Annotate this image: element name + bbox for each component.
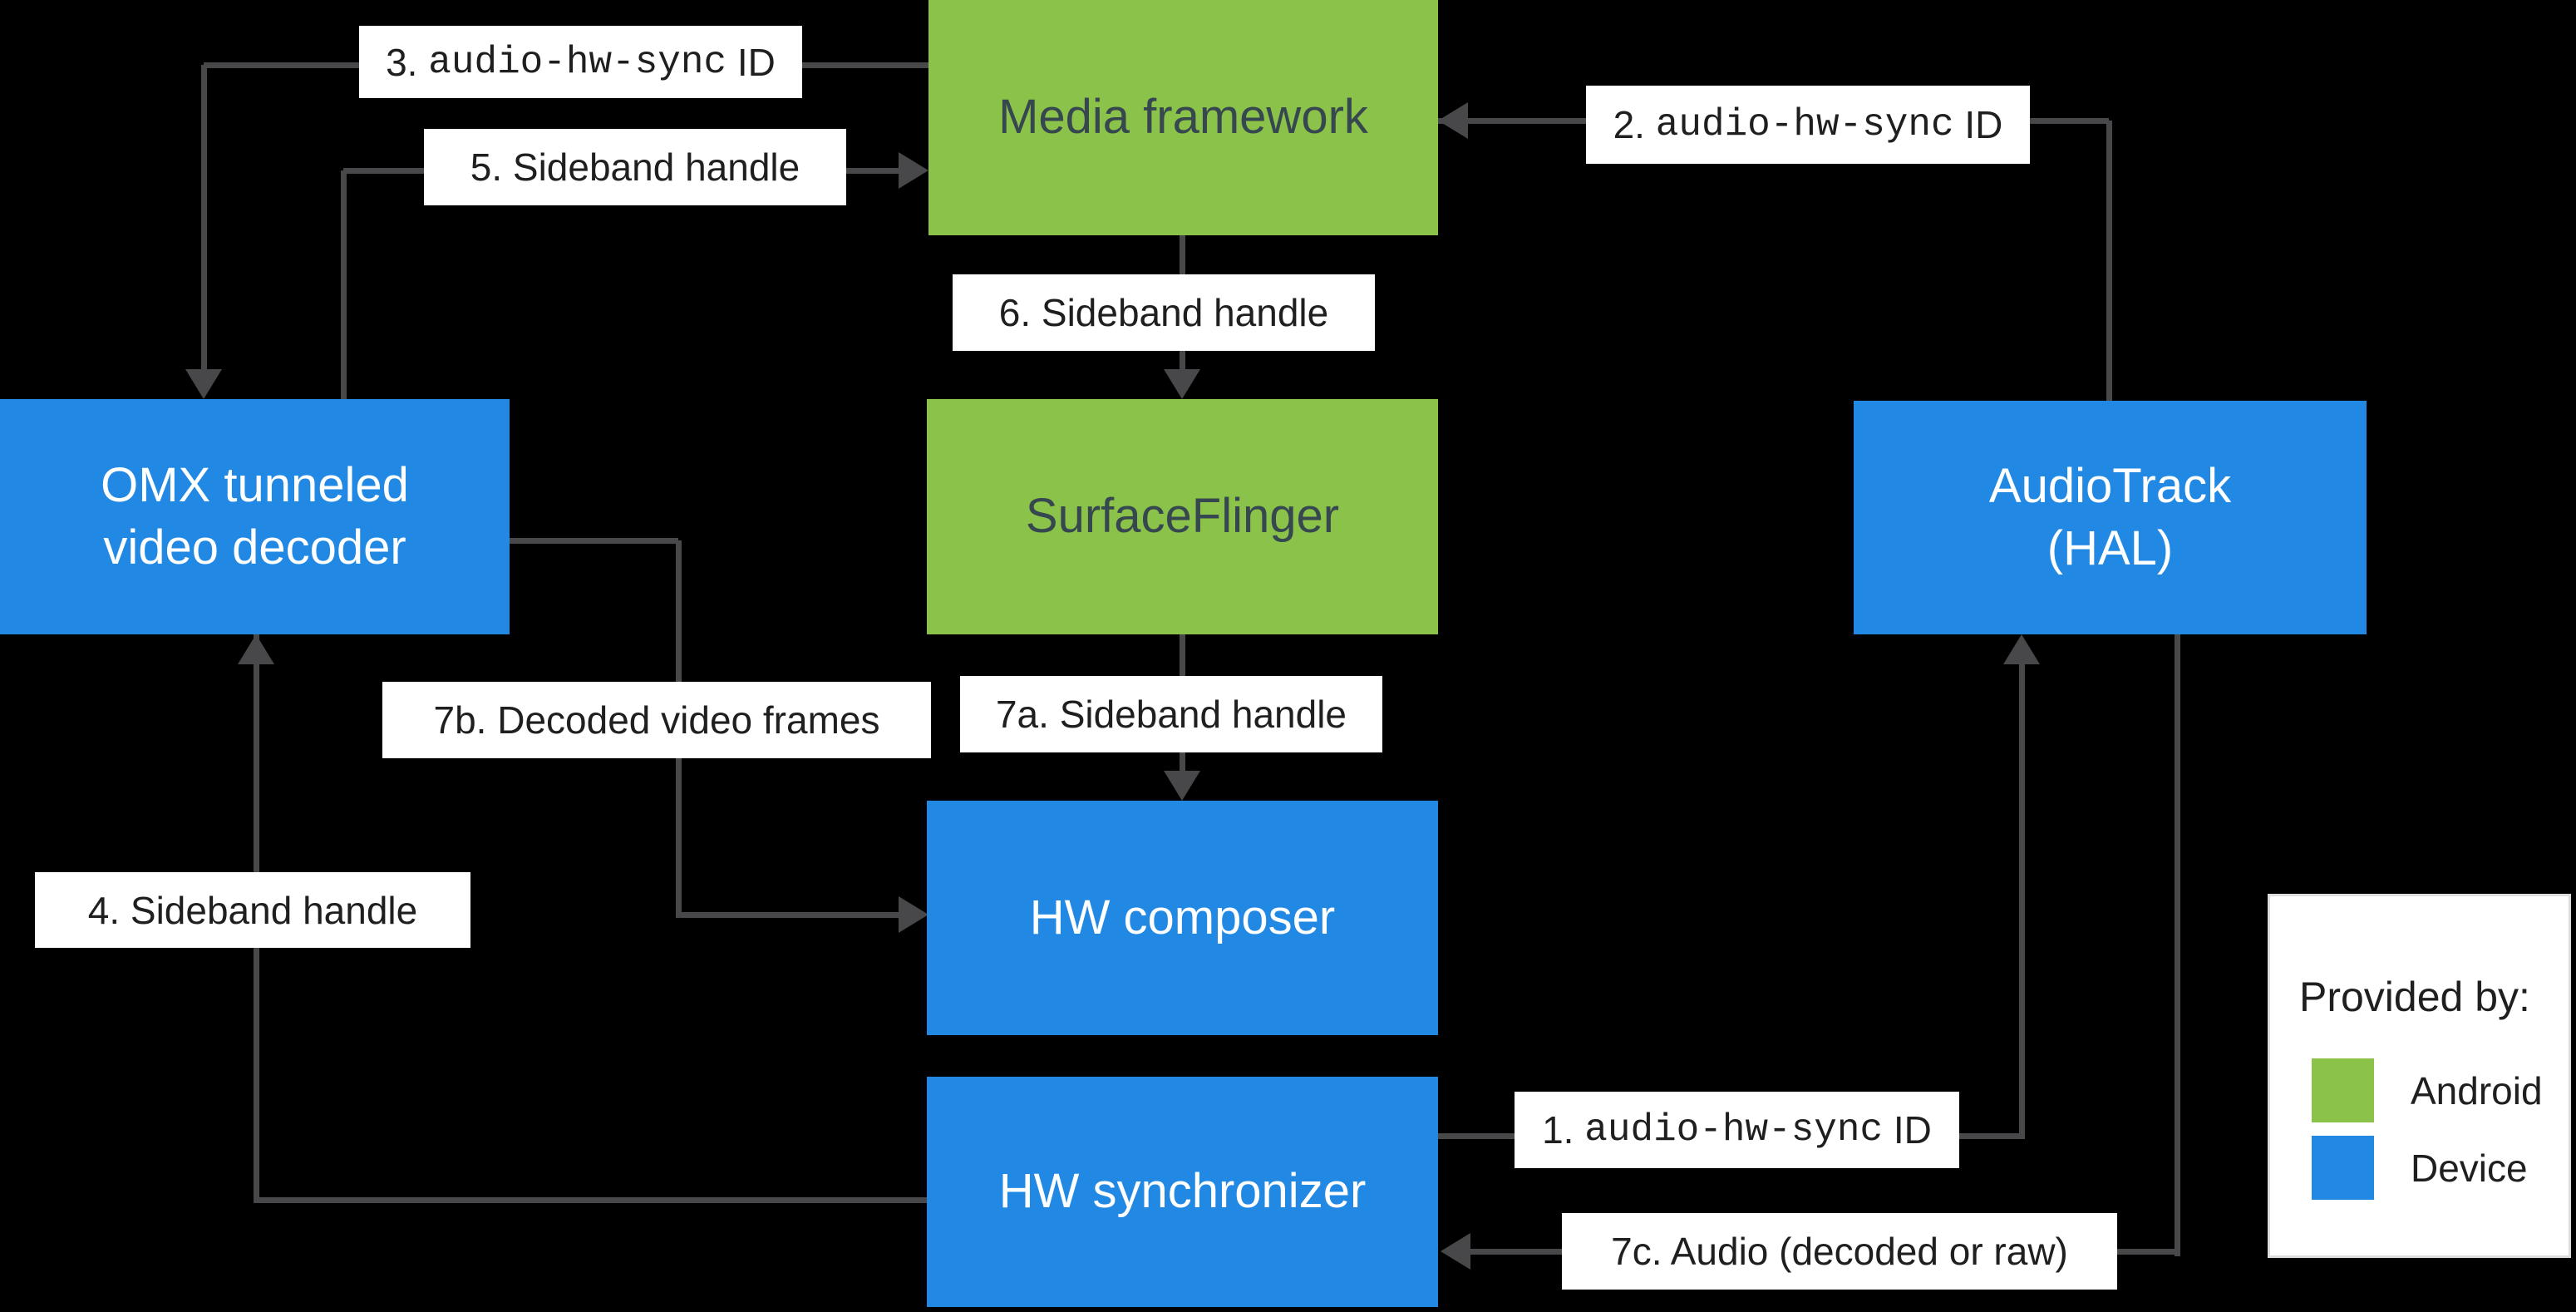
edge-label-1-audio-hw-sync-id: 1. audio-hw-sync ID [1515, 1092, 1959, 1168]
edge-7a-arrowhead [1164, 771, 1200, 801]
edge-label-2-audio-hw-sync-id: 2. audio-hw-sync ID [1586, 86, 2030, 164]
edge-2-line-vertical [2106, 121, 2112, 401]
legend-device-swatch [2312, 1136, 2374, 1200]
edge-7b-line-horizontal-1 [510, 538, 678, 544]
legend: Provided by: Android Device [2268, 894, 2571, 1258]
legend-device-label: Device [2411, 1146, 2528, 1190]
node-audiotrack-hal: AudioTrack (HAL) [1854, 401, 2367, 634]
edge-7c-line-vertical [2175, 634, 2180, 1256]
node-media-framework-label: Media framework [998, 90, 1368, 145]
edge-3-line-vertical [201, 65, 207, 372]
node-omx-label-line1: OMX tunneled [101, 458, 409, 513]
edge-label-4-sideband-handle: 4. Sideband handle [35, 872, 470, 948]
node-surfaceflinger-label: SurfaceFlinger [1025, 489, 1340, 544]
edge-1-line-vertical [2019, 664, 2025, 1139]
node-media-framework: Media framework [928, 0, 1438, 235]
edge-6-arrowhead [1164, 369, 1200, 399]
edge-label-7c-audio-decoded-or-raw: 7c. Audio (decoded or raw) [1562, 1213, 2117, 1290]
edge-2-arrowhead [1438, 102, 1468, 139]
legend-android-label: Android [2411, 1068, 2543, 1112]
node-audiotrack-label-line1: AudioTrack [1988, 459, 2232, 514]
legend-android-swatch [2312, 1058, 2374, 1122]
edge-7c-arrowhead [1441, 1233, 1470, 1270]
edge-label-7a-sideband-handle: 7a. Sideband handle [960, 676, 1382, 752]
node-hw-synchronizer: HW synchronizer [927, 1077, 1438, 1307]
node-hw-composer-label: HW composer [1029, 890, 1336, 945]
edge-1-arrowhead [2003, 634, 2040, 664]
edge-4-line-horizontal [256, 1197, 928, 1203]
edge-label-3-audio-hw-sync-id: 3. audio-hw-sync ID [359, 26, 802, 98]
legend-title: Provided by: [2299, 974, 2530, 1020]
edge-label-7b-decoded-video-frames: 7b. Decoded video frames [382, 682, 931, 758]
edge-label-6-sideband-handle: 6. Sideband handle [953, 274, 1375, 351]
edge-5-arrowhead [899, 152, 928, 189]
node-hw-synchronizer-label: HW synchronizer [998, 1164, 1367, 1219]
node-audiotrack-label-line2: (HAL) [2047, 520, 2174, 575]
edge-4-arrowhead [238, 634, 274, 664]
edge-label-5-sideband-handle: 5. Sideband handle [424, 129, 846, 205]
node-hw-composer: HW composer [927, 801, 1438, 1035]
node-surfaceflinger: SurfaceFlinger [927, 399, 1438, 634]
node-omx-tunneled-video-decoder: OMX tunneled video decoder [0, 399, 510, 634]
edge-5-line-vertical [341, 170, 347, 399]
node-omx-label-line2: video decoder [103, 520, 406, 575]
edge-7b-line-horizontal-2 [678, 912, 899, 918]
edge-3-arrowhead [185, 369, 222, 399]
edge-7b-arrowhead [899, 896, 928, 933]
